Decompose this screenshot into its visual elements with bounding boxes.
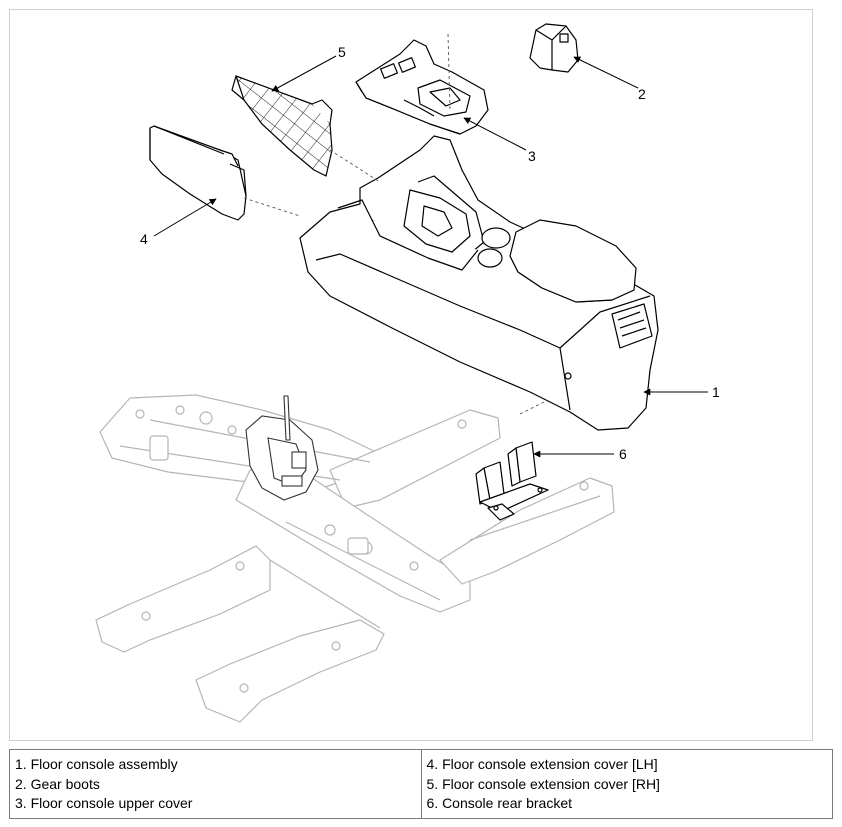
gear-shift-mechanism	[245, 395, 319, 501]
callout-1: 1	[712, 384, 720, 400]
legend-item-3: 3. Floor console upper cover	[15, 795, 193, 811]
floor-console-assembly	[299, 135, 659, 431]
console-rear-bracket	[475, 441, 549, 521]
legend-item-1: 1. Floor console assembly	[15, 756, 178, 772]
gear-boots	[529, 23, 579, 73]
legend-item-6: 6. Console rear bracket	[426, 795, 573, 811]
callout-6: 6	[619, 446, 627, 462]
legend-item-4: 4. Floor console extension cover [LH]	[426, 756, 658, 772]
vehicle-floor-frame	[95, 394, 615, 723]
callout-4: 4	[140, 231, 148, 247]
floor-console-extension-cover-lh	[149, 125, 247, 221]
callout-leaders	[153, 55, 708, 458]
legend-item-5: 5. Floor console extension cover [RH]	[426, 775, 660, 792]
callout-3: 3	[528, 148, 536, 164]
legend-row: 1. Floor console assembly 2. Gear boots …	[9, 749, 833, 819]
callout-5: 5	[338, 44, 346, 60]
legend-left-column: 1. Floor console assembly 2. Gear boots …	[9, 749, 422, 819]
alignment-dashed-lines	[243, 33, 545, 415]
legend-right-column: 4. Floor console extension cover [LH] 5.…	[420, 749, 833, 819]
callout-2: 2	[638, 86, 646, 102]
parts-legend-table: 1. Floor console assembly 2. Gear boots …	[9, 749, 833, 819]
exploded-diagram: 1 2 3 4 5 6	[95, 23, 720, 723]
floor-console-upper-cover	[355, 39, 489, 135]
floor-console-extension-cover-rh	[231, 75, 333, 177]
legend-item-2: 2. Gear boots	[15, 775, 100, 792]
